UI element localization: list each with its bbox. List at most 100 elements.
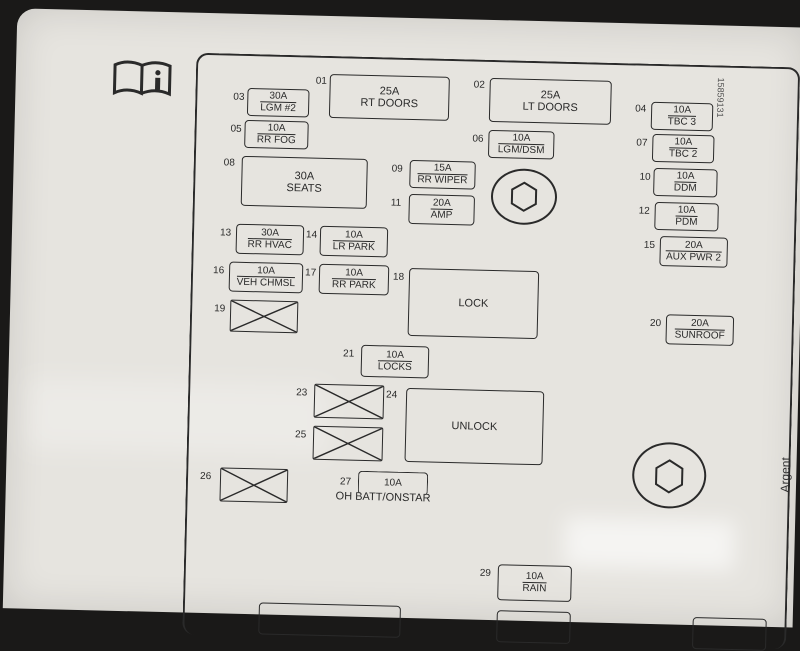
fuse-04: 10A TBC 3 (650, 101, 714, 132)
fuse-13: 30A RR HVAC (235, 223, 305, 256)
fuse-rating: 10A (674, 136, 693, 148)
fuse-rating: 10A (345, 267, 364, 279)
fuse-name: LOCKS (377, 360, 412, 374)
fuse-number: 14 (305, 229, 318, 241)
fuse-05: 10A RR FOG (244, 119, 309, 150)
fuse-name: LGM/DSM (497, 143, 545, 157)
mounting-bolt-icon (631, 441, 708, 510)
empty-slot-23 (313, 383, 385, 420)
fuse-12: 10A PDM (654, 201, 719, 232)
fuse-name: LR PARK (332, 240, 375, 254)
fuse-name: RAIN (522, 581, 547, 595)
mounting-bolt-icon (490, 167, 558, 226)
fuse-name: AMP (430, 208, 453, 222)
fuse-rating: 10A (267, 122, 286, 134)
fuse-name: LGM #2 (260, 101, 297, 115)
fuse-14: 10A LR PARK (319, 225, 389, 258)
owner-manual-icon (111, 59, 176, 99)
fuse-number: 04 (635, 103, 647, 115)
fuse-rating: 10A (677, 204, 696, 216)
fuse-slot-partial (496, 610, 571, 645)
fuse-rating: 30A (269, 90, 288, 102)
fuse-number: 24 (385, 389, 398, 401)
fuse-number: 09 (391, 163, 403, 175)
fuse-name: SUNROOF (674, 328, 725, 342)
fuse-number: 26 (199, 470, 212, 483)
fuse-number: 19 (214, 303, 226, 315)
relay-name: LOCK (458, 297, 489, 310)
fuse-number: 02 (473, 79, 485, 91)
fuse-number: 27 (339, 476, 352, 488)
empty-slot-19 (229, 299, 299, 334)
fuse-number: 03 (233, 91, 245, 103)
fuse-29: 10A RAIN (497, 564, 572, 603)
fuse-name: RR HVAC (247, 238, 293, 252)
empty-slot-26 (219, 467, 289, 504)
fuse-number: 06 (472, 133, 484, 145)
fuse-slot-partial (258, 602, 401, 638)
fuse-name: RR FOG (256, 133, 296, 147)
fuse-name: SEATS (286, 181, 322, 195)
relay-18: LOCK (407, 267, 540, 340)
fuse-name: LT DOORS (522, 100, 578, 114)
fuse-number: 01 (315, 75, 328, 87)
fuse-label: 15859131 Argent 01 25A RT DOORS 02 25A L… (2, 8, 800, 651)
fuse-number: 29 (479, 567, 492, 580)
fuse-name: RR WIPER (417, 173, 468, 187)
fuse-rating: 15A (433, 162, 452, 174)
fuse-number: 07 (636, 137, 648, 149)
fuse-number: 16 (212, 265, 225, 277)
fuse-rating: 10A (676, 170, 695, 182)
fuse-number: 13 (219, 227, 232, 239)
fuse-number: 12 (638, 205, 650, 217)
fuse-07: 10A TBC 2 (651, 133, 715, 164)
fuse-rating: 20A (432, 197, 451, 209)
fuse-08: 30A SEATS (240, 155, 368, 209)
fuse-number: 05 (230, 123, 242, 135)
fuse-number: 18 (392, 271, 405, 283)
fuse-09: 15A RR WIPER (409, 159, 476, 190)
relay-24: UNLOCK (404, 387, 545, 466)
fuse-name: TBC 2 (668, 147, 698, 160)
fuse-number: 20 (649, 317, 662, 330)
fuse-name: PDM (675, 215, 698, 228)
fuse-20: 20A SUNROOF (665, 314, 735, 346)
fuse-rating: 20A (684, 239, 703, 252)
fuse-15: 20A AUX PWR 2 (659, 236, 729, 268)
fuse-01: 25A RT DOORS (328, 73, 450, 121)
fuse-rating: 25A (540, 88, 561, 102)
fuse-rating: 10A (525, 570, 544, 583)
relay-name: UNLOCK (451, 420, 498, 434)
fuse-number: 23 (296, 387, 308, 399)
fuse-03: 30A LGM #2 (246, 87, 310, 118)
fuse-number: 08 (223, 157, 235, 169)
fuse-rating: 10A (386, 349, 405, 361)
fuse-02: 25A LT DOORS (488, 77, 612, 125)
fuse-16: 10A VEH CHMSL (228, 261, 304, 294)
fuse-number: 15 (643, 239, 656, 251)
fuse-number: 21 (342, 348, 355, 360)
fuse-name: DDM (673, 181, 697, 194)
fuse-rating: 20A (690, 317, 709, 330)
fuse-number: 25 (294, 429, 307, 441)
fuse-rating: 10A (383, 477, 402, 489)
fuse-slot-partial (691, 616, 767, 651)
fuse-11: 20A AMP (408, 193, 476, 226)
fuse-21: 10A LOCKS (360, 344, 430, 379)
fuse-name: RT DOORS (360, 96, 419, 110)
fuse-number: 10 (639, 171, 651, 183)
fuse-rating: 10A (512, 132, 531, 144)
fuse-17: 10A RR PARK (318, 263, 390, 296)
fuse-rating: 10A (344, 229, 364, 241)
fuse-rating: 10A (673, 104, 692, 116)
fuse-name: VEH CHMSL (236, 275, 296, 290)
fuse-rating: 10A (257, 265, 276, 277)
fuse-name: TBC 3 (667, 115, 697, 128)
fuse-name: AUX PWR 2 (665, 250, 722, 264)
fuse-number: 17 (304, 267, 317, 279)
fuse-rating: 30A (260, 227, 280, 239)
fuse-06: 10A LGM/DSM (487, 129, 555, 160)
fuse-rating: 25A (379, 84, 400, 98)
fuse-name: RR PARK (331, 278, 376, 292)
empty-slot-25 (312, 425, 384, 462)
